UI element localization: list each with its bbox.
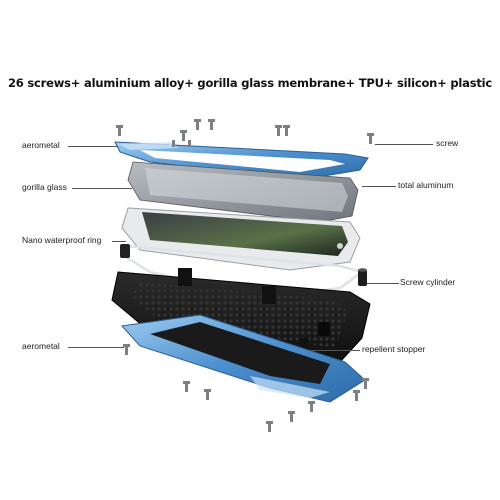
label-gorilla-glass: gorilla glass — [22, 182, 67, 192]
leader-nano-ring — [112, 241, 126, 242]
label-aerometal-top: aerometal — [22, 140, 60, 150]
leader-screw-cylinder — [367, 283, 399, 284]
label-total-aluminum: total aluminum — [398, 180, 454, 190]
label-repellent-stopper: repellent stopper — [362, 344, 426, 354]
leader-screw — [375, 144, 433, 145]
leader-gorilla-glass — [72, 188, 132, 189]
bottom-screws — [123, 344, 369, 432]
gorilla-glass-layer — [127, 161, 359, 223]
label-screw: screw — [436, 138, 459, 148]
screw-cylinder — [358, 268, 367, 286]
leader-aerometal-bottom — [68, 347, 124, 348]
product-title: 26 screws+ aluminium alloy+ gorilla glas… — [7, 76, 493, 90]
leader-repellent-stopper — [310, 350, 360, 351]
leader-total-aluminum — [362, 186, 396, 187]
phone — [121, 207, 361, 271]
top-screws — [116, 119, 374, 147]
top-aerometal-frame — [114, 141, 369, 181]
leader-aerometal-top — [68, 146, 118, 147]
label-nano-ring: Nano waterproof ring — [22, 235, 102, 245]
bottom-aerometal-frame — [120, 314, 366, 403]
label-screw-cylinder: Screw cylinder — [400, 277, 456, 287]
label-aerometal-bottom: aerometal — [22, 341, 60, 351]
